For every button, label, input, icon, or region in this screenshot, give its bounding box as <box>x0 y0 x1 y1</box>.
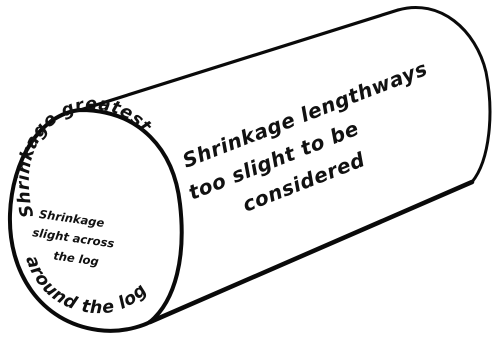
end-center-line-3: the log <box>53 248 100 268</box>
end-ring-label: Shrinkage greatest around the log <box>14 94 156 318</box>
log-far-end <box>398 7 490 182</box>
end-ring-top-label: Shrinkage greatest <box>14 94 156 219</box>
log-bottom-edge <box>150 182 472 322</box>
side-label: Shrinkage lengthways too slight to be co… <box>179 56 431 216</box>
